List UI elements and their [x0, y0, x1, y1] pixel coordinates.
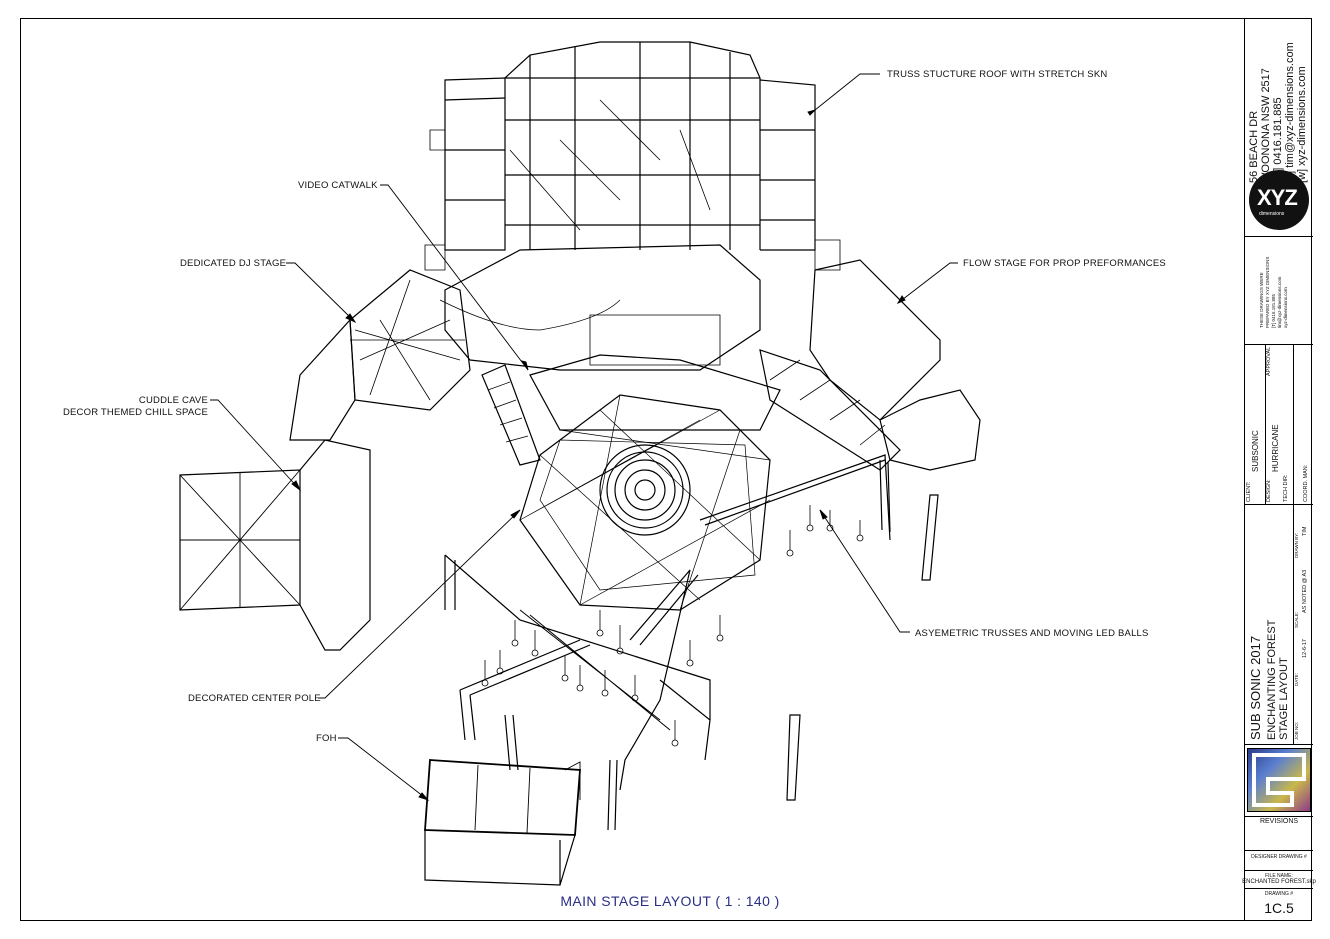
tech-dir-label: TECH DIR: [1283, 474, 1289, 503]
spiral-logo-icon [1252, 753, 1306, 807]
main-stage-deck [439, 244, 761, 371]
callout-foh: FOH [316, 733, 337, 744]
cuddle-cave [179, 439, 371, 651]
coord-man-label: COORD. MAN: [1303, 464, 1309, 502]
callout-truss-roof: TRUSS STUCTURE ROOF WITH STRETCH SKN [887, 69, 1108, 80]
title-block: 56 BEACH DR WOONONA NSW 2517 [m] 0416.18… [1242, 18, 1316, 921]
callout-flow-stage: FLOW STAGE FOR PROP PREFORMANCES [963, 258, 1166, 269]
drawing-note-1: THESE DRAWINGS WERE [1259, 272, 1264, 328]
main-title: MAIN STAGE LAYOUT ( 1 : 140 ) [560, 893, 780, 909]
company-logo-graphic [1247, 748, 1311, 812]
divider [1245, 816, 1313, 817]
job-label: JOB NO: [1294, 721, 1299, 740]
address-line-1: 56 BEACH DR [1248, 110, 1260, 183]
design-label: DESIGN: [1266, 479, 1272, 502]
file-name-value: ENCHANTED FOREST.skp [1242, 879, 1316, 885]
project-title: SUB SONIC 2017 [1248, 635, 1263, 740]
drawing-frame [20, 18, 1312, 921]
divider [1245, 870, 1313, 871]
scale-label: SCALE: [1294, 611, 1299, 628]
logo-text: XYZ [1257, 185, 1298, 210]
divider [1245, 236, 1313, 237]
divider [1245, 744, 1313, 745]
callout-center-pole: DECORATED CENTER POLE [188, 693, 321, 704]
drawing-note-3: [T] 0416.181.885 [1271, 293, 1276, 328]
drawn-by-value: TIM [1302, 526, 1308, 536]
divider [1245, 888, 1313, 889]
date-value: 12-6-17 [1302, 639, 1308, 658]
revisions-label: REVISIONS [1259, 818, 1299, 825]
asymmetric-trusses [444, 454, 939, 831]
client-value: SUBSONIC [1251, 430, 1260, 472]
logo-sub: dimensions [1259, 211, 1285, 217]
client-label: CLIENT: [1246, 481, 1252, 502]
center-pole [519, 394, 771, 611]
file-name-label: FILE NAME: [1265, 873, 1293, 879]
drawing-number: 1C.5 [1264, 900, 1294, 916]
callout-dj-stage: DEDICATED DJ STAGE [180, 258, 287, 269]
design-value: HURRICANE [1271, 424, 1280, 472]
date-label: DATE: [1294, 673, 1299, 686]
divider [1245, 850, 1313, 851]
callout-cuddle-cave: CUDDLE CAVE [138, 395, 208, 406]
drawing-note-5: xyz-dimensions.com [1283, 287, 1288, 328]
led-balls [481, 505, 864, 747]
foh-booth [424, 759, 581, 886]
approval-label: APPROVAL [1266, 346, 1272, 376]
truss-tower [424, 41, 841, 271]
project-subtitle-2: STAGE LAYOUT [1278, 657, 1290, 740]
video-catwalk [481, 354, 781, 466]
divider [1245, 504, 1313, 505]
callout-asymmetric-trusses: ASYEMETRIC TRUSSES AND MOVING LED BALLS [915, 628, 1149, 639]
drawing-note-4: tim@xyz-dimensions.com [1277, 276, 1282, 328]
designer-drawing-label: DESIGNER DRAWING # [1251, 854, 1307, 860]
leader-lines [210, 73, 958, 801]
website: [w] xyz-dimensions.com [1296, 66, 1308, 183]
callout-video-catwalk: VIDEO CATWALK [298, 180, 378, 191]
flow-stage [759, 259, 981, 471]
address-line-2: WOONONA NSW 2517 [1260, 68, 1272, 183]
drawing-number-label: DRAWING # [1264, 891, 1294, 897]
stage-drawing [179, 41, 981, 886]
callout-chill-space: DECOR THEMED CHILL SPACE [62, 407, 208, 418]
dj-stage [289, 269, 471, 441]
xyz-logo: XYZ dimensions [1249, 170, 1309, 230]
email: [e] tim@xyz-dimensions.com [1284, 42, 1296, 183]
project-subtitle-1: ENCHANTING FOREST [1266, 619, 1278, 740]
drawing-note-2: PREPARED BY XYZ DIMENSIONS [1265, 256, 1270, 328]
scale-value: AS NOTED @ A3 [1302, 569, 1308, 613]
divider [1245, 344, 1313, 345]
drawn-by-label: DRAWN BY: [1294, 532, 1299, 558]
